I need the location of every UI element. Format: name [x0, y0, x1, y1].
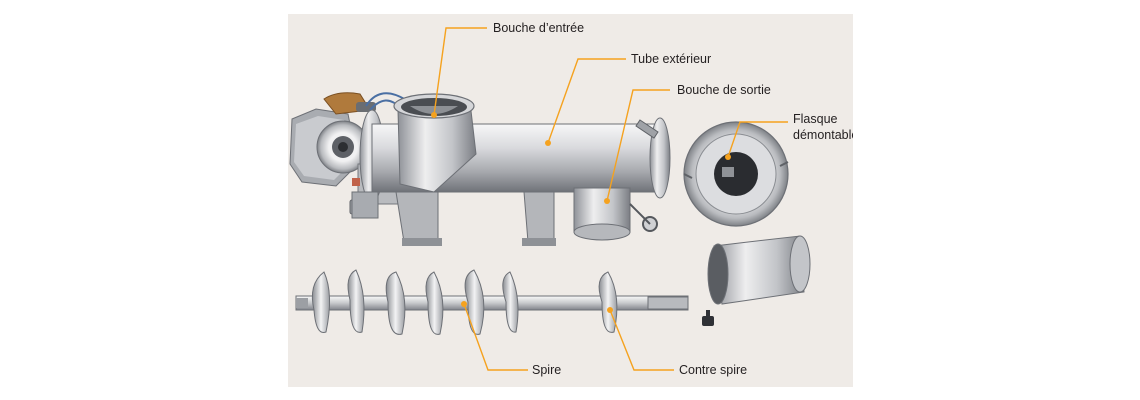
- removable-flange: [683, 121, 789, 227]
- support-feet: [351, 191, 556, 246]
- right-end-flange: [649, 117, 671, 199]
- exploded-view-figure: Bouche d’entrée Tube extérieur Bouche de…: [288, 14, 853, 387]
- screw-conveyor-illustration: Bouche d’entrée Tube extérieur Bouche de…: [289, 21, 853, 377]
- callout-flange: Flasque démontable: [725, 112, 853, 160]
- callout-outlet: Bouche de sortie: [604, 83, 771, 204]
- outlet-spout: [573, 187, 659, 241]
- conveyor-body: [289, 92, 671, 246]
- screw-assembly: [295, 269, 689, 335]
- callout-counter-flight: Contre spire: [607, 307, 747, 377]
- callout-inlet: Bouche d’entrée: [431, 21, 584, 118]
- callout-inlet-label: Bouche d’entrée: [493, 21, 584, 35]
- callout-flight-label: Spire: [532, 363, 561, 377]
- callout-outer-tube-label: Tube extérieur: [631, 52, 711, 66]
- tube-sleeve: [707, 235, 811, 305]
- callout-outer-tube: Tube extérieur: [545, 52, 711, 146]
- callout-flange-label-line2: démontable: [793, 128, 853, 142]
- callout-flange-label-line1: Flasque: [793, 112, 838, 126]
- callout-flight: Spire: [461, 301, 561, 377]
- small-fitting: [702, 310, 714, 326]
- callout-counter-flight-label: Contre spire: [679, 363, 747, 377]
- callout-outlet-label: Bouche de sortie: [677, 83, 771, 97]
